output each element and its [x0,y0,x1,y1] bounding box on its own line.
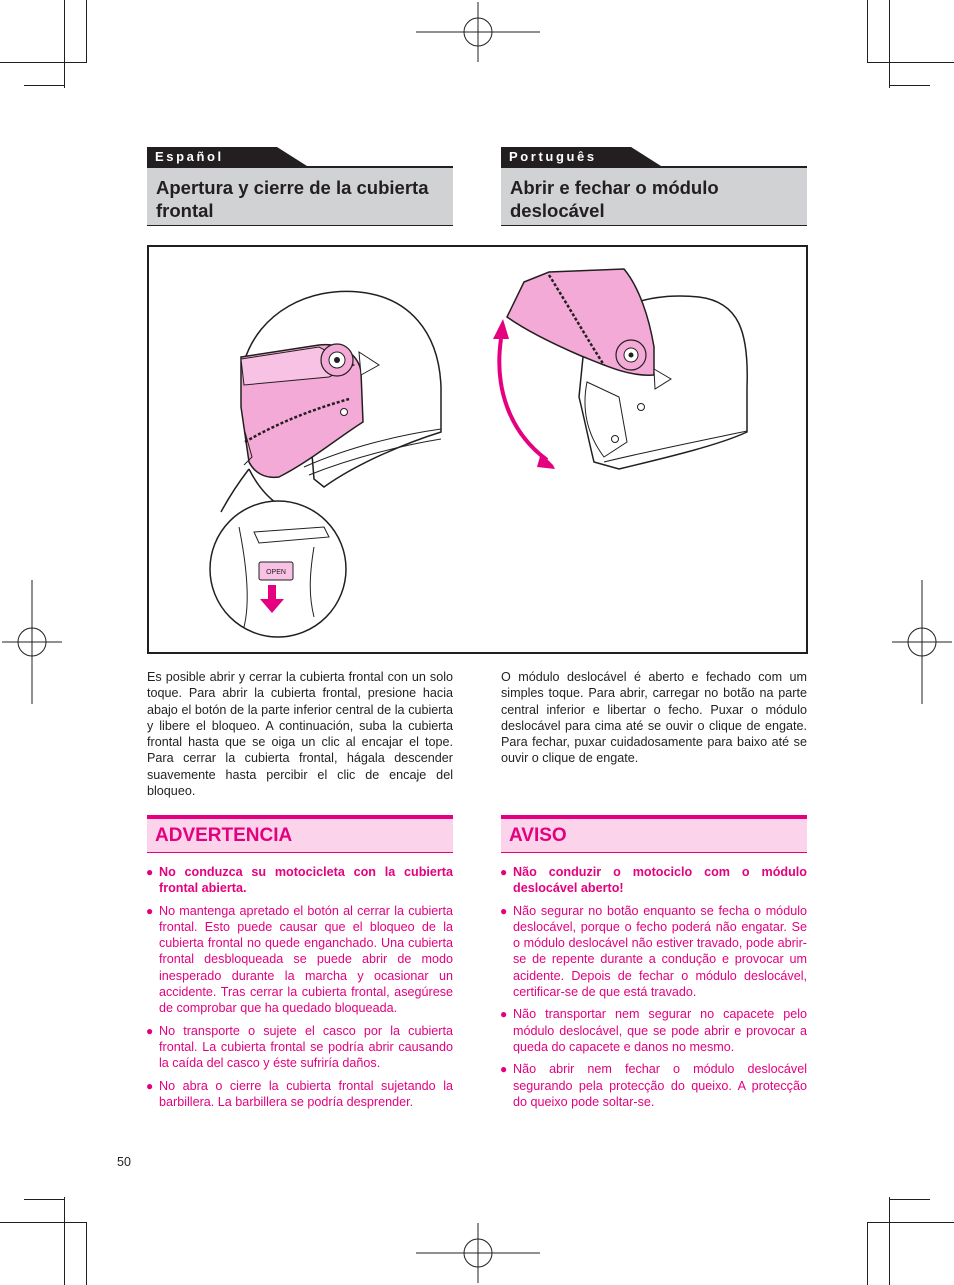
warning-heading-spanish: ADVERTENCIA [147,815,453,853]
list-item: No abra o cierre la cubierta frontal suj… [146,1078,453,1111]
helmet-closed [240,290,442,488]
registration-mark-top [416,2,540,62]
page-number: 50 [117,1155,131,1169]
registration-mark-right [892,580,952,704]
language-tab-label: Português [509,149,597,164]
body-text-spanish: Es posible abrir y cerrar la cubierta fr… [147,670,453,799]
warning-list-spanish: No conduzca su motocicleta con la cubier… [146,864,453,1116]
open-button-label: OPEN [266,569,286,576]
list-item: No mantenga apretado el botón al cerrar … [146,903,453,1017]
list-item: Não segurar no botão enquanto se fecha o… [500,903,807,1001]
language-tab-portuguese: Português [501,147,597,166]
registration-mark-bottom [416,1223,540,1283]
list-item: No conduzca su motocicleta con la cubier… [146,864,453,897]
helmet-illustration: OPEN [209,268,748,638]
tab-shape-pt [501,147,661,166]
body-text-portuguese: O módulo deslocável é aberto e fechado c… [501,670,807,766]
tab-shape-es [147,147,307,166]
language-tab-spanish: Español [147,147,224,166]
warning-list-portuguese: Não conduzir o motociclo com o módulo de… [500,864,807,1116]
helmet-open [506,268,748,470]
registration-mark-left [2,580,62,704]
list-item: No transporte o sujete el casco por la c… [146,1023,453,1072]
language-tab-label: Español [155,149,224,164]
button-callout: OPEN [209,468,347,638]
list-item: Não transportar nem segurar no capacete … [500,1006,807,1055]
section-title-spanish: Apertura y cierre de la cubierta frontal [147,166,453,226]
open-close-arrow [493,319,555,469]
section-title-portuguese: Abrir e fechar o módulo deslocável [501,166,807,226]
warning-heading-portuguese: AVISO [501,815,807,853]
list-item: Não abrir nem fechar o módulo deslocável… [500,1061,807,1110]
list-item: Não conduzir o motociclo com o módulo de… [500,864,807,897]
helmet-illustration-frame: OPEN [147,245,808,654]
